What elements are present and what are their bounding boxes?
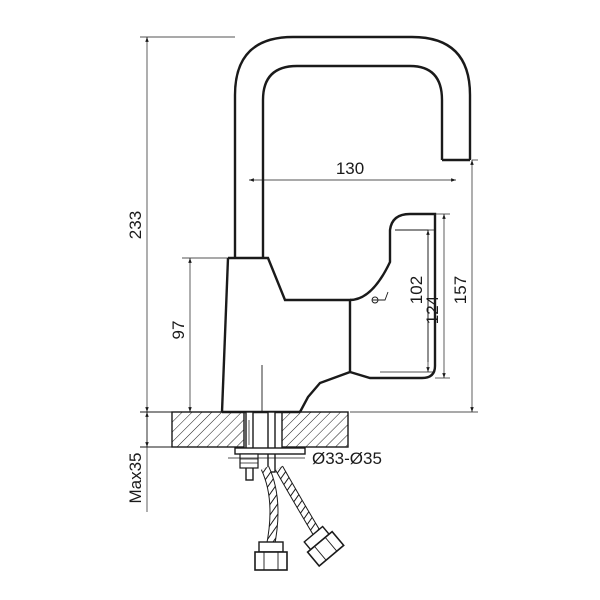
label-157: 157 (451, 276, 470, 304)
dimension-countertop-thickness: Max35 (126, 412, 149, 512)
mounting-assembly (234, 411, 306, 481)
dimension-body-height: 97 (169, 257, 228, 412)
dimension-handle-102: 102 (380, 229, 434, 373)
label-102: 102 (407, 276, 426, 304)
dimension-spout-reach: 130 (249, 159, 456, 182)
dimension-spout-outlet: 157 (350, 159, 478, 413)
label-97: 97 (169, 321, 188, 340)
dimension-hole-diameter: Ø33-Ø35 (228, 449, 382, 468)
flexible-hoses (254, 465, 345, 571)
countertop (140, 411, 349, 448)
faucet-body (220, 256, 352, 414)
dimension-handle-124: 124 (423, 213, 450, 379)
faucet-spout (233, 35, 472, 258)
label-233: 233 (126, 211, 145, 239)
label-130: 130 (336, 159, 364, 178)
label-124: 124 (423, 296, 442, 324)
label-max35: Max35 (126, 452, 145, 503)
dimension-total-height: 233 (126, 36, 235, 412)
label-hole-diameter: Ø33-Ø35 (312, 449, 382, 468)
